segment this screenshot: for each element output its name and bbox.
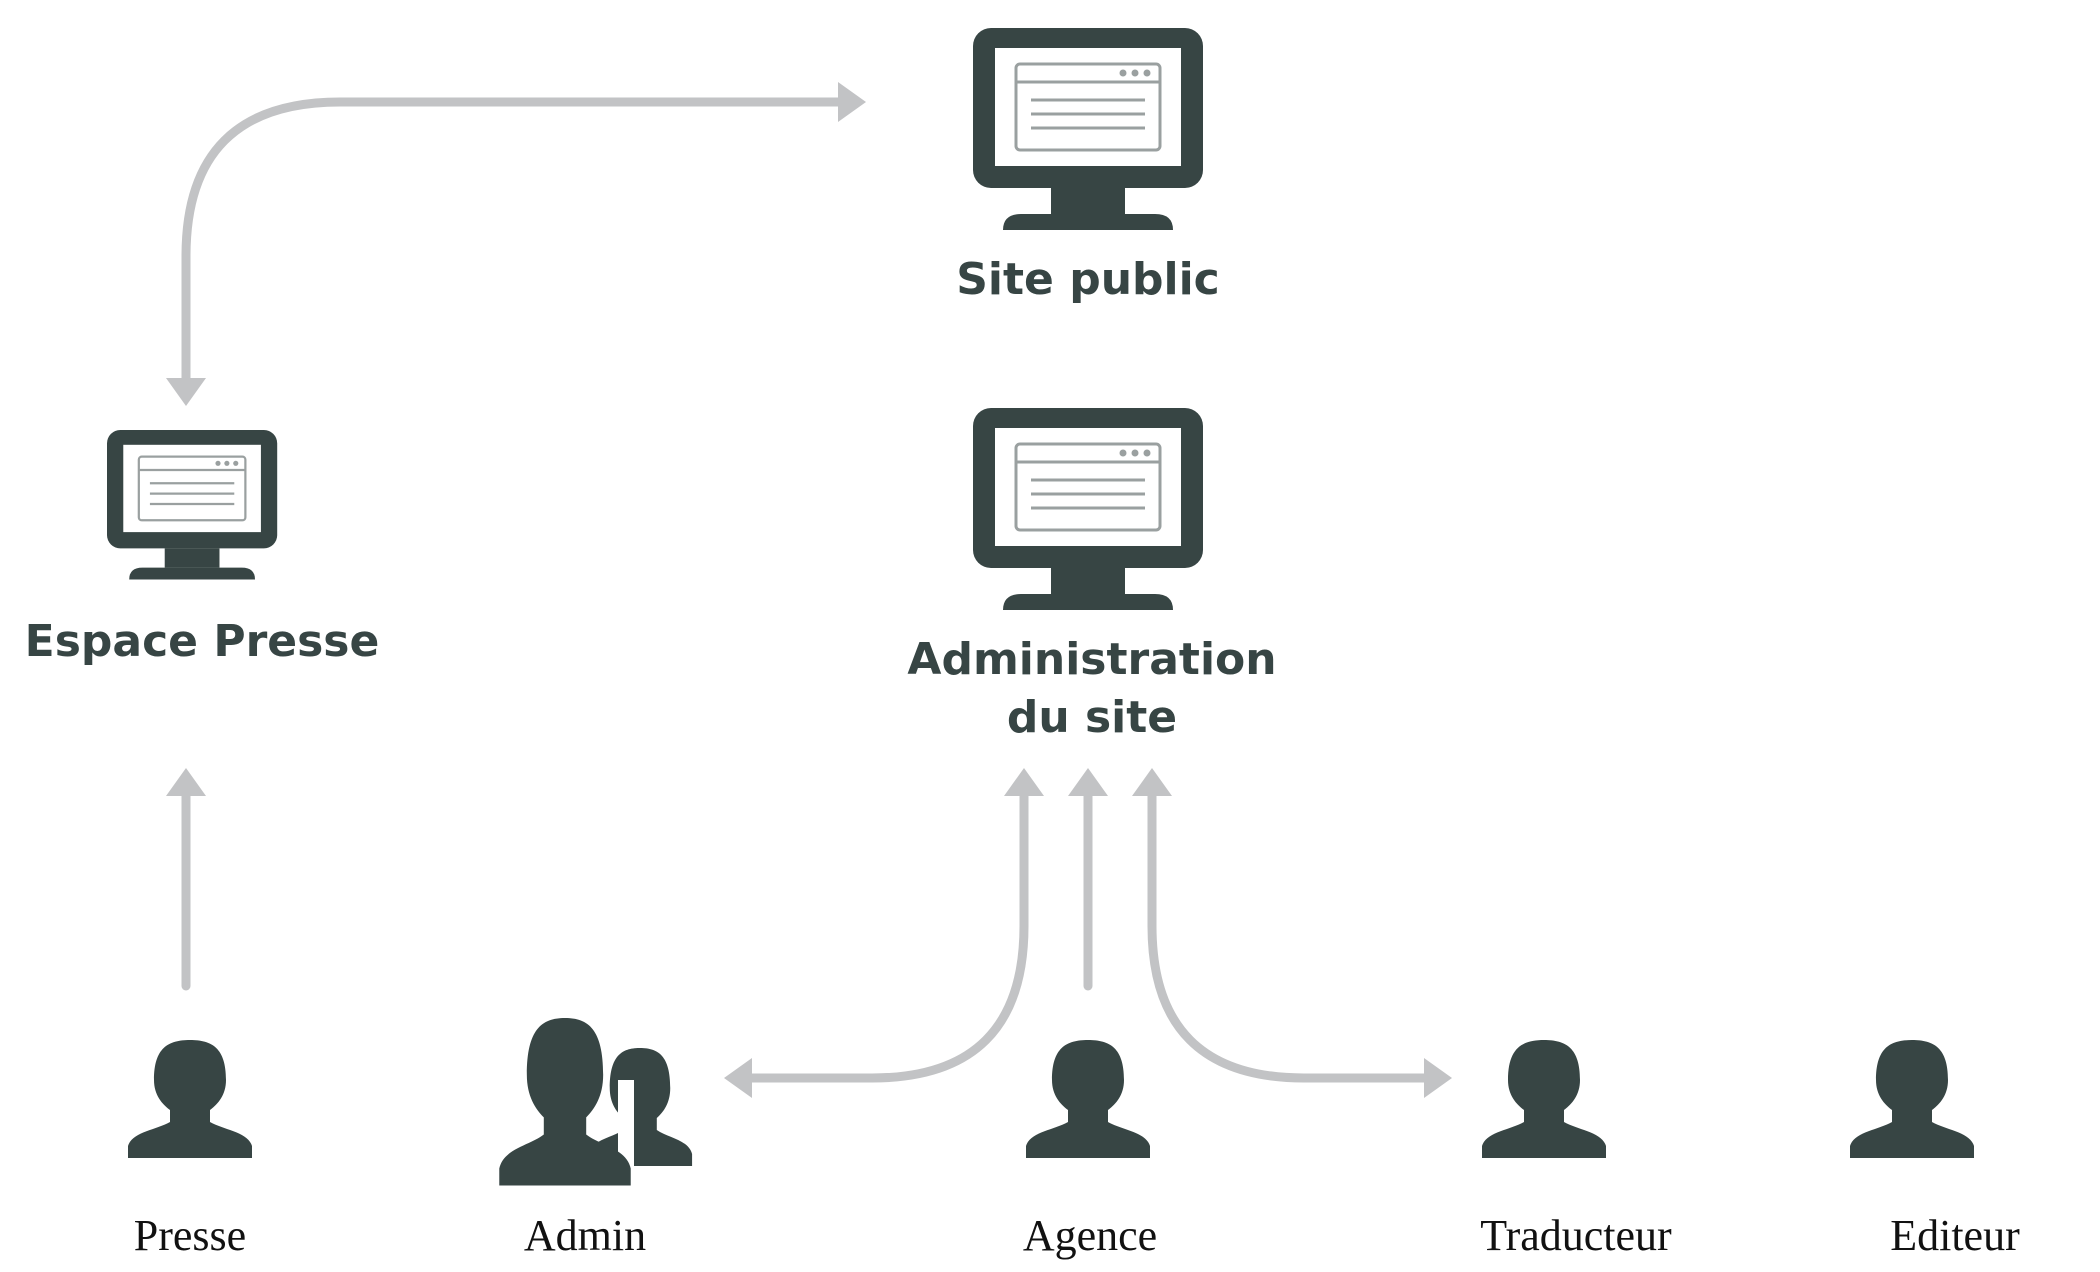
monitor-icon xyxy=(971,406,1205,612)
arrow-agence-administration xyxy=(1068,768,1108,991)
node-label-site-public: Site public xyxy=(956,254,1220,305)
person-label-editeur: Editeur xyxy=(1890,1211,2020,1260)
person-editeur: Editeur xyxy=(1850,1040,2020,1260)
person-label-agence: Agence xyxy=(1023,1211,1157,1260)
arrow-traducteur-administration xyxy=(1132,768,1452,1098)
person-label-presse: Presse xyxy=(134,1211,246,1260)
monitor-icon xyxy=(105,428,279,581)
node-site-public: Site public xyxy=(956,26,1220,305)
node-administration: Administration du site xyxy=(907,406,1277,743)
user-icon xyxy=(1850,1040,1974,1158)
user-icon xyxy=(1026,1040,1150,1158)
person-admin: Admin xyxy=(499,1018,693,1260)
person-agence: Agence xyxy=(1023,1040,1157,1260)
user-icon xyxy=(1482,1040,1606,1158)
node-label-administration-line1: Administration xyxy=(907,634,1276,685)
user-icon xyxy=(128,1040,252,1158)
monitor-icon xyxy=(971,26,1205,232)
arrow-presse-espace-presse xyxy=(166,768,206,991)
person-label-traducteur: Traducteur xyxy=(1480,1211,1672,1260)
arrow-admin-administration xyxy=(724,768,1044,1098)
node-espace-presse: Espace Presse xyxy=(25,428,380,667)
node-label-administration-line2: du site xyxy=(1007,692,1177,743)
person-presse: Presse xyxy=(128,1040,252,1260)
arrow-espace-presse-site-public xyxy=(166,82,866,406)
arrows-layer xyxy=(166,82,1452,1098)
person-label-admin: Admin xyxy=(524,1211,646,1260)
node-label-espace-presse: Espace Presse xyxy=(25,616,380,667)
users-icon xyxy=(499,1018,693,1186)
person-traducteur: Traducteur xyxy=(1480,1040,1672,1260)
